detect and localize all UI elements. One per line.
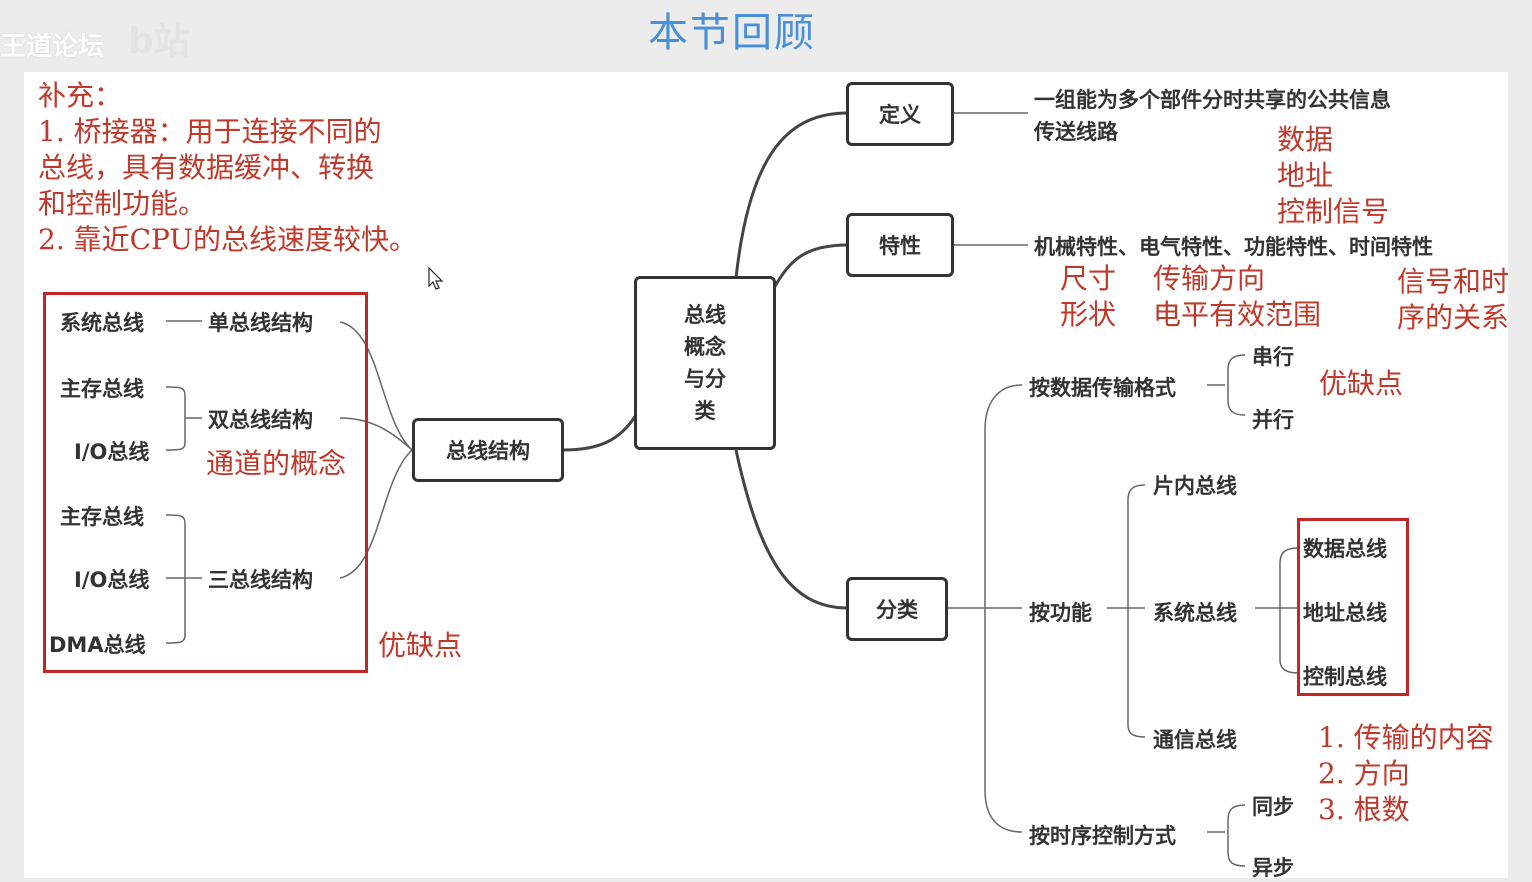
center-line-3: 与分 <box>684 367 726 391</box>
definition-text-2: 传送线路 <box>1034 120 1118 144</box>
link-center-characteristics <box>772 243 849 289</box>
definition-note-control: 控制信号 <box>1277 195 1390 228</box>
comm-note-3: 3. 根数 <box>1318 793 1410 826</box>
definition-text-1: 一组能为多个部件分时共享的公共信息 <box>1034 88 1391 112</box>
address-bus-label: 地址总线 <box>1303 601 1387 625</box>
supplement-line-2: 总线，具有数据缓冲、转换 <box>38 151 375 184</box>
parallel-label: 并行 <box>1252 408 1294 432</box>
watermark-logo: b站 <box>128 21 190 62</box>
dual-bus-structure: 双总线结构 <box>208 408 313 432</box>
time-note-1: 信号和时 <box>1397 265 1510 298</box>
mech-note-shape: 形状 <box>1060 298 1117 331</box>
center-line-4: 类 <box>694 399 716 423</box>
characteristics-node: 特性 <box>846 213 954 277</box>
characteristics-text: 机械特性、电气特性、功能特性、时间特性 <box>1034 235 1433 259</box>
center-node: 总线 概念 与分 类 <box>634 276 776 450</box>
system-bus-label: 系统总线 <box>1153 601 1237 625</box>
mech-note-size: 尺寸 <box>1060 262 1117 295</box>
on-chip-bus-label: 片内总线 <box>1153 474 1237 498</box>
comm-bus-label: 通信总线 <box>1153 728 1237 752</box>
supplement-line-3: 和控制功能。 <box>38 187 207 220</box>
time-note-2: 序的关系 <box>1397 301 1510 334</box>
supplement-line-1: 1. 桥接器：用于连接不同的 <box>38 115 382 148</box>
async-label: 异步 <box>1252 856 1294 880</box>
by-timing-label: 按时序控制方式 <box>1029 824 1176 848</box>
structure-node: 总线结构 <box>412 418 564 482</box>
by-format-label: 按数据传输格式 <box>1029 376 1176 400</box>
channel-concept-note: 通道的概念 <box>206 447 347 480</box>
classification-node: 分类 <box>846 577 948 641</box>
comm-note-1: 1. 传输的内容 <box>1318 721 1494 754</box>
slide-canvas <box>24 72 1508 878</box>
supplement-line-4: 2. 靠近CPU的总线速度较快。 <box>38 223 417 256</box>
single-bus-structure: 单总线结构 <box>208 311 313 335</box>
single-left: 系统总线 <box>60 311 144 335</box>
format-pros-cons-note: 优缺点 <box>1319 367 1404 400</box>
control-bus-label: 控制总线 <box>1303 665 1387 689</box>
watermark-text: 王道论坛 <box>0 32 105 62</box>
triple-left-2: I/O总线 <box>74 568 150 592</box>
serial-label: 串行 <box>1252 345 1294 369</box>
data-bus-label: 数据总线 <box>1303 537 1387 561</box>
triple-bus-structure: 三总线结构 <box>208 568 313 592</box>
system-bus-highlight-box <box>1297 518 1409 696</box>
elec-note-level: 电平有效范围 <box>1153 298 1322 331</box>
supplement-note: 补充： 1. 桥接器：用于连接不同的 总线，具有数据缓冲、转换 和控制功能。 2… <box>38 78 417 258</box>
triple-left-1: 主存总线 <box>60 505 144 529</box>
definition-node: 定义 <box>846 82 954 146</box>
link-center-classification <box>734 449 849 610</box>
sync-label: 同步 <box>1252 795 1294 819</box>
by-function-label: 按功能 <box>1029 601 1092 625</box>
triple-left-3: DMA总线 <box>49 633 146 657</box>
mouse-pointer-icon <box>428 267 444 290</box>
center-line-2: 概念 <box>684 335 726 359</box>
elec-note-direction: 传输方向 <box>1153 262 1266 295</box>
structure-highlight-box <box>43 292 368 673</box>
structure-pros-cons-note: 优缺点 <box>378 629 463 662</box>
supplement-title: 补充： <box>38 79 123 112</box>
link-center-structure <box>562 414 638 452</box>
center-line-1: 总线 <box>684 303 726 327</box>
definition-note-address: 地址 <box>1277 159 1334 192</box>
top-bar: 王道论坛 b站 本节回顾 <box>0 0 1532 72</box>
page-title: 本节回顾 <box>648 10 816 56</box>
link-center-definition <box>734 111 849 279</box>
comm-note-2: 2. 方向 <box>1318 757 1410 790</box>
dual-left-2: I/O总线 <box>74 440 150 464</box>
definition-note-data: 数据 <box>1277 123 1334 156</box>
dual-left-1: 主存总线 <box>60 377 144 401</box>
